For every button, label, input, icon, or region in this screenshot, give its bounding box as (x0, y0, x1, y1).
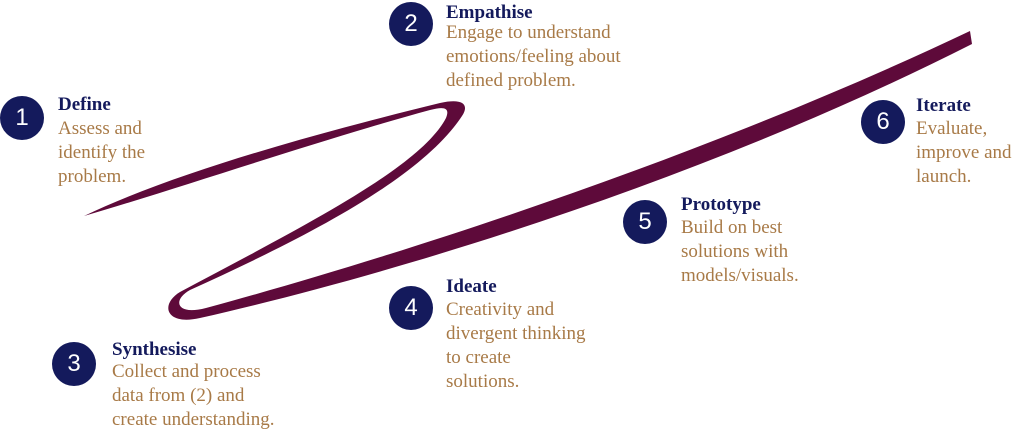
description-line: Build on best (681, 217, 783, 238)
description-line: Engage to understand (446, 22, 611, 43)
description-line: problem. (58, 166, 127, 187)
step-number-badge: 4 (389, 286, 433, 330)
description-line: solutions. (446, 371, 520, 392)
description-line: to create (446, 347, 511, 368)
description-line: improve and (916, 142, 1012, 163)
description-line: emotions/feeling about (446, 46, 621, 67)
description-line: divergent thinking (446, 323, 586, 344)
step-number-badge: 3 (52, 342, 96, 386)
description-line: identify the (58, 142, 146, 163)
description-line: create understanding. (112, 409, 275, 430)
step-number-badge: 6 (861, 100, 905, 144)
step-title: Ideate (446, 276, 497, 297)
step-title: Empathise (446, 2, 533, 23)
step-description: Build on best solutions with models/visu… (681, 216, 799, 288)
step-number-badge: 5 (623, 200, 667, 244)
description-line: Evaluate, (916, 118, 988, 139)
description-line: Assess and (58, 118, 142, 139)
step-title: Iterate (916, 95, 971, 116)
description-line: solutions with (681, 241, 789, 262)
step-description: Engage to understand emotions/feeling ab… (446, 21, 621, 93)
step-description: Assess and identify the problem. (58, 117, 145, 189)
description-line: models/visuals. (681, 265, 799, 286)
step-title: Define (58, 94, 111, 115)
step-description: Creativity and divergent thinking to cre… (446, 298, 586, 394)
step-number-badge: 1 (0, 96, 44, 140)
description-line: launch. (916, 166, 972, 187)
step-description: Evaluate, improve and launch. (916, 117, 1012, 189)
step-number-badge: 2 (389, 2, 433, 46)
step-title: Synthesise (112, 339, 197, 360)
step-title: Prototype (681, 194, 761, 215)
step-description: Collect and process data from (2) and cr… (112, 360, 274, 430)
description-line: Creativity and (446, 299, 555, 320)
description-line: defined problem. (446, 70, 576, 91)
description-line: data from (2) and (112, 385, 245, 406)
description-line: Collect and process (112, 361, 261, 382)
